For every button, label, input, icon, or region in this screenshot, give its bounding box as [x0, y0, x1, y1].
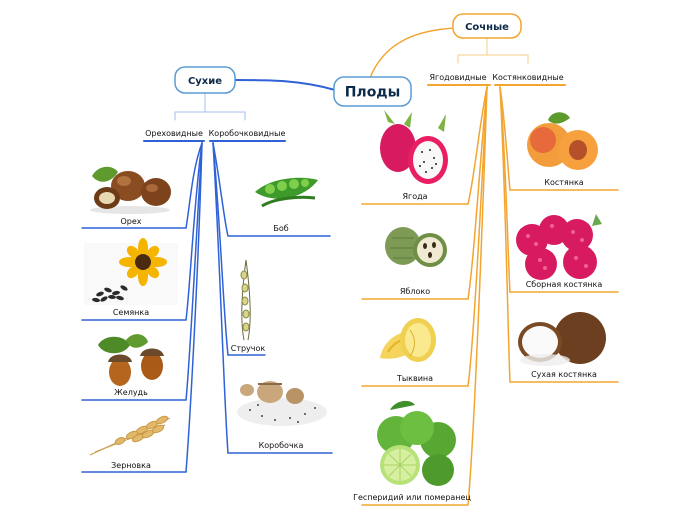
connector-juicy-groups	[457, 37, 529, 64]
leaf-label-dry-drupe: Сухая костянка	[531, 370, 597, 379]
leaf-label-drupe: Костянка	[544, 178, 584, 187]
leaf-label-berry: Ягода	[402, 192, 427, 201]
wheat-icon	[89, 415, 171, 456]
root-node[interactable]: Плоды	[333, 76, 412, 107]
leaf-label-pepo: Тыквина	[396, 374, 433, 383]
dry-node[interactable]: Сухие	[174, 66, 236, 94]
group-label-drupelike: Костянковидные	[492, 73, 563, 82]
connectors	[81, 27, 619, 506]
dragon-fruit-icon	[380, 110, 448, 184]
group-label-capsulelike: Коробочковидные	[209, 129, 286, 138]
silique-icon	[240, 259, 251, 341]
connector-root-dry	[234, 79, 336, 91]
leaf-label-achene: Семянка	[113, 308, 149, 317]
group-label-nutlike: Ореховидные	[145, 129, 203, 138]
leaf-label-pome: Яблоко	[400, 287, 430, 296]
coconut-icon	[518, 312, 606, 366]
leaf-label-hesperidium: Гесперидий или померанец	[353, 493, 471, 502]
leaf-label-aggregate-drupe: Сборная костянка	[526, 280, 603, 289]
raspberry-icon	[516, 214, 602, 280]
group-label-berrylike: Ягодовидные	[430, 73, 487, 82]
juicy-label: Сочные	[465, 22, 509, 33]
melon-icon	[380, 318, 436, 362]
root-label: Плоды	[345, 85, 401, 101]
custard-apple-icon	[385, 227, 447, 267]
hazelnut-icon	[90, 166, 171, 214]
pea-pod-icon	[255, 177, 318, 208]
leaf-label-capsule: Коробочка	[259, 441, 304, 450]
leaf-label-acorn: Желудь	[114, 388, 148, 397]
poppy-capsule-icon	[237, 381, 327, 426]
leaf-label-nut: Орех	[120, 217, 141, 226]
leaf-label-caryopsis: Зерновка	[111, 461, 151, 470]
peach-icon	[527, 112, 598, 170]
sunflower-seeds-icon	[84, 238, 178, 305]
dry-label: Сухие	[188, 76, 222, 87]
lime-icon	[377, 400, 456, 486]
connector-root-juicy	[369, 27, 456, 79]
juicy-node[interactable]: Сочные	[452, 13, 522, 39]
connector-dry-groups	[174, 92, 246, 121]
leaf-label-silique: Стручок	[231, 344, 266, 353]
acorn-icon	[98, 334, 164, 386]
leaf-label-legume: Боб	[273, 224, 288, 233]
